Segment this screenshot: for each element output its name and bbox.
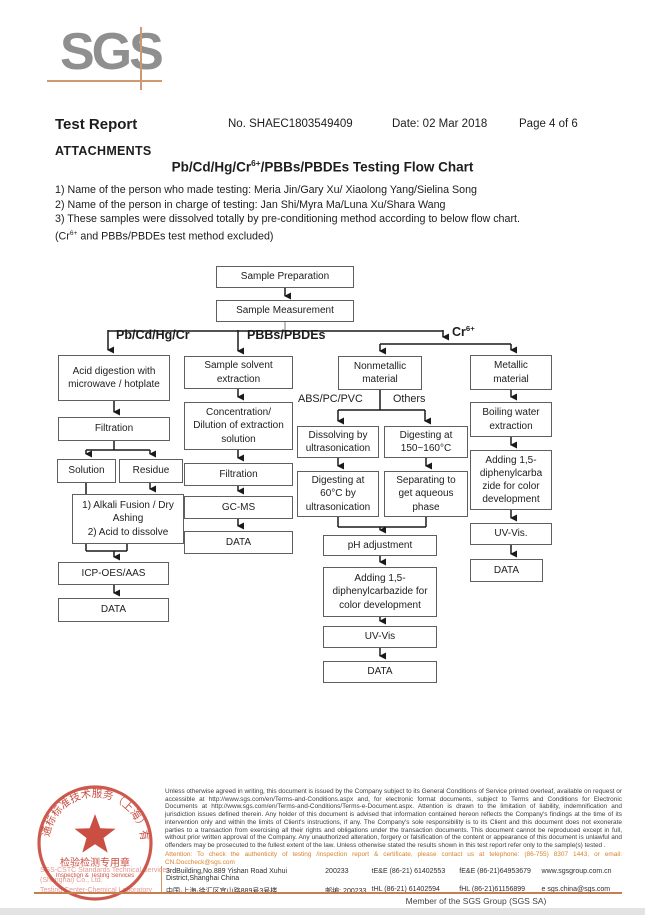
- node-sample-measurement: Sample Measurement: [216, 300, 354, 322]
- chart-title-suffix: /PBBs/PBDEs Testing Flow Chart: [260, 159, 474, 175]
- cr-label-text: Cr: [452, 325, 466, 340]
- chart-title-superscript: 6+: [251, 158, 261, 168]
- node-nonmetallic-material: Nonmetallic material: [338, 356, 422, 390]
- footer-rule: [34, 892, 622, 894]
- attention-text: Attention: To check the authenticity of …: [165, 850, 622, 866]
- note-4-suffix: and PBBs/PBDEs test method excluded): [77, 230, 274, 243]
- note-3: 3) These samples were dissolved totally …: [55, 213, 520, 226]
- node-solution: Solution: [57, 459, 116, 483]
- report-date: Date: 02 Mar 2018: [392, 118, 488, 130]
- sgs-logo: SGS: [60, 23, 164, 81]
- node-digesting-150-160: Digesting at 150~160°C: [384, 426, 468, 458]
- address-cn-zip: 邮编: 200233: [325, 886, 372, 896]
- node-adding-diphenylcarbazide-right: Adding 1,5- diphenylcarba zide for color…: [470, 450, 552, 510]
- node-digesting-60: Digesting at 60°C by ultrasonication: [297, 471, 379, 517]
- node-data-right: DATA: [470, 559, 543, 582]
- address-cn-fax: fHL (86-21)61156899: [459, 886, 526, 893]
- note-1: 1) Name of the person who made testing: …: [55, 184, 477, 196]
- address-en-zip: 200233: [325, 868, 349, 875]
- node-filtration-left: Filtration: [58, 417, 170, 441]
- node-acid-digestion: Acid digestion with microwave / hotplate: [58, 355, 170, 401]
- stamp-center-line-1: 检验检测专用章: [60, 856, 130, 869]
- node-filtration-middle: Filtration: [184, 463, 293, 486]
- node-ph-adjustment: pH adjustment: [323, 535, 437, 556]
- sub-branch-label-others: Others: [393, 393, 426, 405]
- node-uv-vis-middle: UV-Vis: [323, 626, 437, 648]
- node-alkali-fusion: 1) Alkali Fusion / Dry Ashing 2) Acid to…: [72, 494, 184, 544]
- flow-chart-title: Pb/Cd/Hg/Cr6+/PBBs/PBDEs Testing Flow Ch…: [0, 158, 645, 175]
- node-data-cr-middle: DATA: [323, 661, 437, 683]
- branch-label-pbbs-pbdes: PBBs/PBDEs: [247, 328, 326, 342]
- address-en-street: 3rdBuilding,No.889 Yishan Road Xuhui Dis…: [166, 868, 288, 882]
- address-separator-line: [161, 866, 162, 893]
- address-row-cn: 中国·上海·徐汇区宜山路889号3号楼 邮编: 200233 tHL (86-2…: [166, 886, 622, 896]
- sub-branch-label-abs-pc-pvc: ABS/PC/PVC: [298, 393, 363, 405]
- report-number: No. SHAEC1803549409: [228, 118, 353, 130]
- notes-block: 1) Name of the person who made testing: …: [55, 183, 600, 244]
- note-2: 2) Name of the person in charge of testi…: [55, 198, 446, 211]
- node-concentration-dilution: Concentration/ Dilution of extraction so…: [184, 402, 293, 450]
- address-website: www.sgsgroup.com.cn: [541, 868, 612, 875]
- red-company-stamp: 通标标准技术服务（上海）有限公司 检验检测专用章 Inspection & Te…: [34, 782, 153, 901]
- note-4-superscript: 6+: [69, 229, 78, 237]
- node-boiling-water-extraction: Boiling water extraction: [470, 402, 552, 437]
- branch-label-cr6: Cr6+: [452, 324, 475, 339]
- lab-company-line-1: SGS-CSTC Standards Technical Services (S…: [40, 867, 170, 884]
- lab-company-line-2: Testing Center-Chemical Laboratory: [40, 887, 153, 894]
- node-data-pbbs: DATA: [184, 531, 293, 554]
- attachments-heading: ATTACHMENTS: [55, 144, 152, 158]
- footer-legal-block: Unless otherwise agreed in writing, this…: [165, 788, 622, 866]
- node-sample-preparation: Sample Preparation: [216, 266, 354, 288]
- node-gc-ms: GC-MS: [184, 496, 293, 519]
- member-of-sgs-group: Member of the SGS Group (SGS SA): [405, 896, 547, 906]
- cr-label-superscript: 6+: [465, 324, 475, 333]
- address-row-en: 3rdBuilding,No.889 Yishan Road Xuhui Dis…: [166, 868, 622, 882]
- address-en-tel: tE&E (86-21) 61402553: [371, 868, 446, 875]
- node-data-left: DATA: [58, 598, 169, 622]
- page-bottom-edge: [0, 908, 645, 915]
- logo-horizontal-accent-line: [47, 80, 162, 82]
- logo-vertical-accent-line: [140, 27, 142, 90]
- address-email: e sgs.china@sgs.com: [541, 886, 611, 893]
- stamp-center-line-2: Inspection & Testing Services: [56, 873, 134, 879]
- branch-label-pb-cd-hg-cr: Pb/Cd/Hg/Cr: [116, 328, 190, 342]
- node-adding-diphenylcarbazide-middle: Adding 1,5- diphenylcarbazide for color …: [323, 567, 437, 617]
- node-sample-solvent-extraction: Sample solvent extraction: [184, 356, 293, 389]
- report-title: Test Report: [55, 116, 138, 133]
- node-residue: Residue: [119, 459, 183, 483]
- address-cn-street: 中国·上海·徐汇区宜山路889号3号楼: [166, 886, 325, 896]
- address-en-fax: fE&E (86-21)64953679: [459, 868, 531, 875]
- disclaimer-text: Unless otherwise agreed in writing, this…: [165, 788, 622, 850]
- report-page-number: Page 4 of 6: [519, 118, 578, 130]
- chart-title-prefix: Pb/Cd/Hg/Cr: [171, 159, 252, 175]
- stamp-star-icon: [74, 814, 116, 853]
- address-block: 3rdBuilding,No.889 Yishan Road Xuhui Dis…: [166, 868, 622, 900]
- node-icp-oes-aas: ICP-OES/AAS: [58, 562, 169, 585]
- address-cn-tel: tHL (86-21) 61402594: [371, 886, 440, 893]
- note-4-prefix: (Cr: [55, 230, 70, 243]
- node-uv-vis-right: UV-Vis.: [470, 523, 552, 545]
- node-dissolving-ultrasonication: Dissolving by ultrasonication: [297, 426, 379, 458]
- lab-company-name: SGS-CSTC Standards Technical Services (S…: [40, 866, 190, 896]
- note-4: (Cr6+ and PBBs/PBDEs test method exclude…: [55, 227, 600, 244]
- node-separating-aqueous: Separating to get aqueous phase: [384, 471, 468, 517]
- node-metallic-material: Metallic material: [470, 355, 552, 390]
